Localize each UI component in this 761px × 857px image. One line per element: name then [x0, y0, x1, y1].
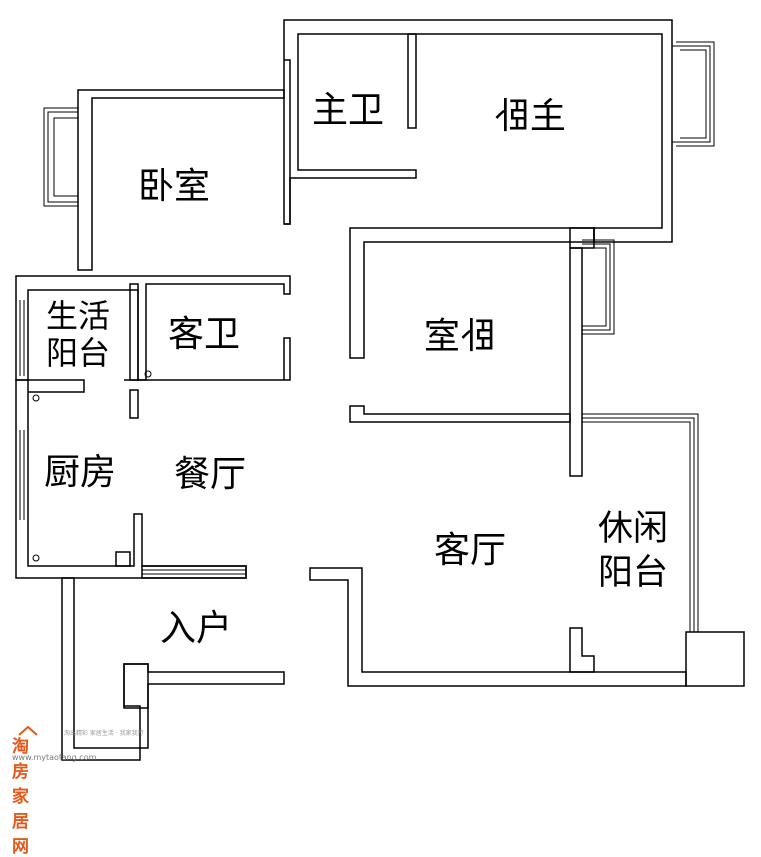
window-kitchen-inner [142, 569, 246, 575]
label-service-balcony: 生活 阳台 [46, 298, 110, 372]
wall-service-divider [28, 337, 291, 393]
wall-leisure-balcony-inner [569, 627, 595, 673]
label-leisure-balcony-line1: 休闲 [598, 509, 669, 549]
window-kitchen [141, 565, 247, 579]
label-bedroom-1: 卧室 [138, 166, 211, 207]
label-dining-room: 餐厅 [174, 454, 247, 495]
label-kitchen: 厨房 [44, 452, 117, 493]
window-bedroom-2 [582, 239, 615, 335]
label-leisure-balcony-line2: 阳台 [598, 552, 669, 593]
wall-living-room [309, 567, 687, 687]
label-living-room: 客厅 [434, 530, 507, 571]
wall-guest-bath-left [129, 283, 139, 381]
pipe-kitchen [115, 551, 131, 567]
window-master-bedroom [672, 41, 715, 147]
window-bedroom-1 [43, 107, 78, 207]
wall-bedroom-2-col [569, 227, 595, 249]
wall-bedroom-1 [77, 89, 285, 271]
label-guest-bath: 客卫 [168, 314, 241, 355]
label-service-balcony-line1: 生活 [46, 297, 111, 335]
house-logo-icon [18, 726, 38, 736]
label-leisure-balcony: 休闲 阳台 [598, 508, 668, 596]
entrance-door-frame [123, 663, 149, 709]
wall-bedroom-2-right [569, 247, 583, 477]
label-master-bath: 主卫 [312, 90, 385, 131]
fixture-circle-1 [32, 394, 40, 402]
label-entrance: 入户 [160, 608, 233, 649]
label-master-bedroom: 主卧 [494, 96, 567, 137]
wall-master-suite [283, 19, 673, 243]
column-leisure-balcony [685, 631, 745, 687]
window-service-balcony [19, 300, 25, 376]
window-leisure-balcony [582, 413, 699, 632]
wall-master-bath-divider [407, 33, 417, 129]
wall-bedroom-1-right [284, 59, 291, 225]
label-bedroom-2: 卧室 [424, 316, 497, 357]
fixture-circle-2 [32, 554, 40, 562]
wall-bedroom-2-bottom [349, 405, 571, 423]
window-kitchen-left [19, 430, 25, 520]
watermark-url: www.mytaofang.com [12, 753, 97, 762]
floor-plan [15, 19, 745, 761]
watermark-slogan: 淘出精彩 家居生活 · 我家我打 [64, 730, 144, 737]
fixture-circle-3 [144, 370, 152, 378]
wall-guest-bath-post [129, 389, 139, 419]
label-service-balcony-line2: 阳台 [46, 333, 111, 372]
watermark-logo: 淘房家居网 [12, 737, 29, 857]
